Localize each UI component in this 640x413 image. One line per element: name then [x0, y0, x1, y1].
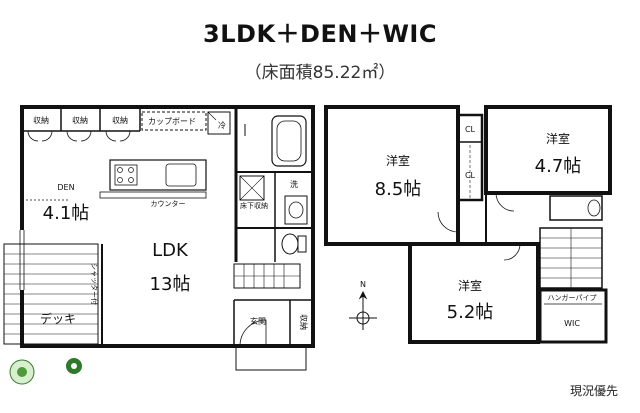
disclaimer-note: 現況優先	[569, 384, 618, 398]
cupboard-label: カップボード	[148, 117, 196, 126]
deck-label: デッキ	[40, 311, 76, 326]
north-label: N	[360, 280, 366, 289]
ldk-size: 13帖	[150, 274, 191, 295]
compass-icon	[349, 290, 377, 330]
room-c-label: 洋室	[458, 278, 482, 293]
den-label: DEN	[57, 183, 74, 192]
floor-area-subtitle: （床面積85.22㎡）	[244, 63, 396, 83]
wic-label: WIC	[564, 319, 580, 328]
entrance-label: 玄関	[250, 316, 266, 326]
plan-title: 3LDK＋DEN＋WIC	[203, 20, 437, 48]
ldk-label: LDK	[152, 240, 189, 261]
underfloor-storage-label: 床下収納	[240, 201, 268, 210]
floor1-outer-wall	[20, 105, 315, 348]
storage-label-3: 収納	[112, 115, 128, 125]
floor-1	[3, 105, 315, 371]
entrance-storage-label: 収納	[299, 314, 309, 330]
room-a-label: 洋室	[386, 153, 410, 168]
washer-label: 洗	[290, 179, 298, 189]
closet-label-2: CL	[465, 171, 476, 180]
shutter-label: シャッター付	[90, 263, 99, 305]
hanger-pipe-label: ハンガーパイプ	[548, 293, 597, 302]
room-b-label: 洋室	[546, 131, 570, 146]
room-b-size: 4.7帖	[535, 156, 582, 177]
plant-icon	[9, 358, 82, 385]
room-a-size: 8.5帖	[375, 179, 422, 200]
floor-2	[324, 105, 612, 344]
den-size: 4.1帖	[43, 203, 90, 224]
fridge-label: 冷	[218, 120, 226, 130]
storage-label-2: 収納	[72, 115, 88, 125]
counter-label: カウンター	[151, 199, 186, 208]
room-c-size: 5.2帖	[447, 302, 494, 323]
storage-label-1: 収納	[33, 115, 49, 125]
closet-label-1: CL	[465, 125, 476, 134]
